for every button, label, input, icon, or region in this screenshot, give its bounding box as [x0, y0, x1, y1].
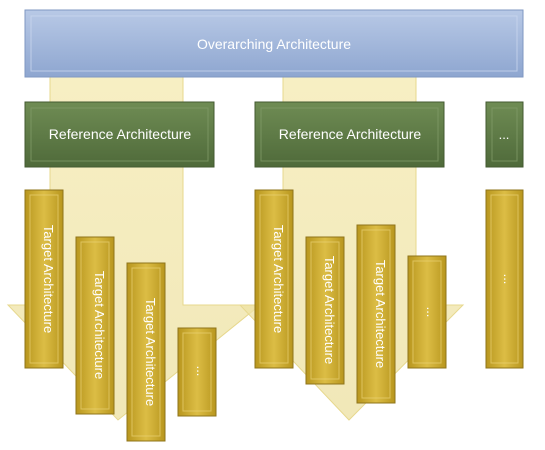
target-bar-2-2: Target Architecture [305, 236, 345, 385]
target-bar-1-4: ... [177, 327, 217, 417]
target-label-1-2: Target Architecture [92, 271, 107, 379]
target-bar-3-1: ... [485, 189, 524, 369]
target-bar-1-1: Target Architecture [24, 189, 64, 369]
target-bar-1-3: Target Architecture [126, 262, 166, 442]
reference-label-2: Reference Architecture [279, 126, 422, 142]
target-label-2-1: Target Architecture [271, 225, 286, 333]
reference-box-2: Reference Architecture [254, 101, 445, 168]
target-label-2-3: Target Architecture [373, 260, 388, 368]
reference-label-3: ... [499, 127, 510, 142]
target-label-2-4: ... [424, 307, 439, 318]
target-label-2-2: Target Architecture [322, 256, 337, 364]
reference-label-1: Reference Architecture [49, 126, 192, 142]
reference-box-1: Reference Architecture [24, 101, 215, 168]
target-label-1-4: ... [194, 366, 209, 377]
target-bar-2-4: ... [407, 255, 447, 369]
reference-box-3: ... [485, 101, 524, 168]
target-label-1-1: Target Architecture [41, 225, 56, 333]
target-bar-1-2: Target Architecture [75, 236, 115, 415]
target-label-1-3: Target Architecture [143, 298, 158, 406]
target-bar-2-1: Target Architecture [254, 189, 294, 369]
overarching-label: Overarching Architecture [197, 36, 351, 52]
target-bar-2-3: Target Architecture [356, 224, 396, 404]
overarching-bar: Overarching Architecture [24, 9, 524, 78]
target-label-3-1: ... [501, 274, 516, 285]
